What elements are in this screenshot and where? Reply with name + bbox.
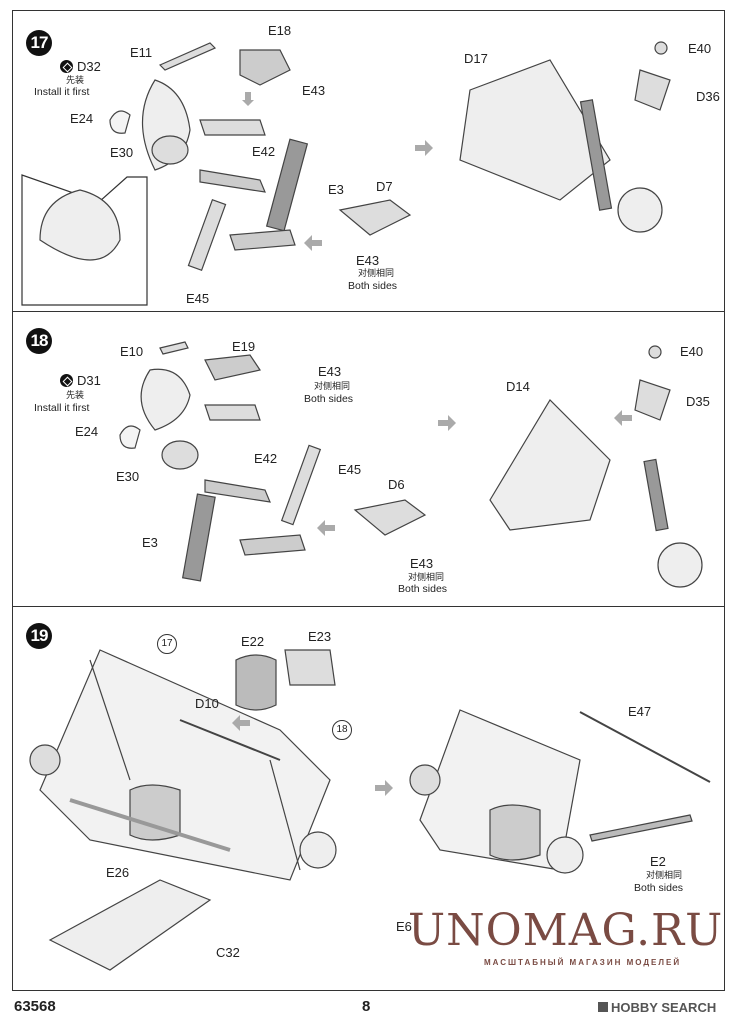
step-19-panel: [12, 606, 725, 991]
step18-parts: [119, 341, 703, 588]
both-sides-en: Both sides: [304, 393, 354, 405]
part-label: D31: [77, 373, 101, 388]
part-label: E22: [241, 634, 265, 649]
part-label: E2: [650, 854, 666, 869]
both-sides-en: Both sides: [398, 583, 448, 595]
part-label: D32: [77, 59, 101, 74]
part-label: E24: [70, 111, 94, 126]
part-label: E3: [328, 182, 344, 197]
both-sides-cn: 对侧相同: [646, 870, 683, 880]
part-label: E30: [116, 469, 140, 484]
install-first-cn: 先装: [66, 75, 85, 85]
part-label: D35: [686, 394, 710, 409]
part-label: C32: [216, 945, 240, 960]
both-sides-en: Both sides: [634, 882, 684, 894]
part-label: E19: [232, 339, 256, 354]
watermark-subtitle: МАСШТАБНЫЙ МАГАЗИН МОДЕЛЕЙ: [484, 958, 682, 967]
part-label: E3: [142, 535, 158, 550]
brand-icon: [598, 1002, 608, 1012]
step-reference: 17: [157, 634, 177, 654]
part-label: E43: [318, 364, 342, 379]
part-label: E43: [302, 83, 326, 98]
part-label: E30: [110, 145, 134, 160]
brand-logo: HOBBY SEARCH: [598, 1000, 716, 1015]
part-label: E6: [396, 919, 412, 934]
part-label: E23: [308, 629, 332, 644]
brand-name: HOBBY SEARCH: [611, 1000, 717, 1015]
install-first-icon: [60, 374, 73, 387]
part-label: E18: [268, 23, 292, 38]
step17-parts: [21, 41, 671, 306]
install-first-en: Install it first: [34, 402, 90, 414]
part-label: E40: [680, 344, 704, 359]
part-label: E42: [254, 451, 278, 466]
part-label: E43: [410, 556, 434, 571]
install-first-en: Install it first: [34, 86, 90, 98]
part-label: E10: [120, 344, 144, 359]
step-17-panel: [12, 10, 725, 312]
step-number: 19: [26, 623, 52, 649]
step-number: 17: [26, 30, 52, 56]
step19-parts: [29, 649, 711, 971]
part-label: E43: [356, 253, 380, 268]
part-label: E26: [106, 865, 130, 880]
both-sides-cn: 对侧相同: [358, 268, 395, 278]
both-sides-cn: 对侧相同: [408, 572, 445, 582]
part-label: D17: [464, 51, 488, 66]
part-label: D36: [696, 89, 720, 104]
part-label: E47: [628, 704, 652, 719]
product-code: 63568: [14, 998, 56, 1015]
part-label: E45: [338, 462, 362, 477]
both-sides-cn: 对侧相同: [314, 381, 351, 391]
step-number: 18: [26, 328, 52, 354]
part-label: D10: [195, 696, 219, 711]
part-label: D6: [388, 477, 405, 492]
watermark-logo: UNOMAG.RU: [408, 905, 724, 956]
part-label: E42: [252, 144, 276, 159]
page-number: 8: [362, 998, 371, 1015]
part-label: E24: [75, 424, 99, 439]
part-label: D7: [376, 179, 393, 194]
part-label: E11: [130, 45, 153, 60]
both-sides-en: Both sides: [348, 280, 398, 292]
part-label: D14: [506, 379, 530, 394]
step-reference: 18: [332, 720, 352, 740]
install-first-cn: 先装: [66, 390, 85, 400]
install-first-icon: [60, 60, 73, 73]
part-label: E45: [186, 291, 210, 306]
part-label: E40: [688, 41, 712, 56]
